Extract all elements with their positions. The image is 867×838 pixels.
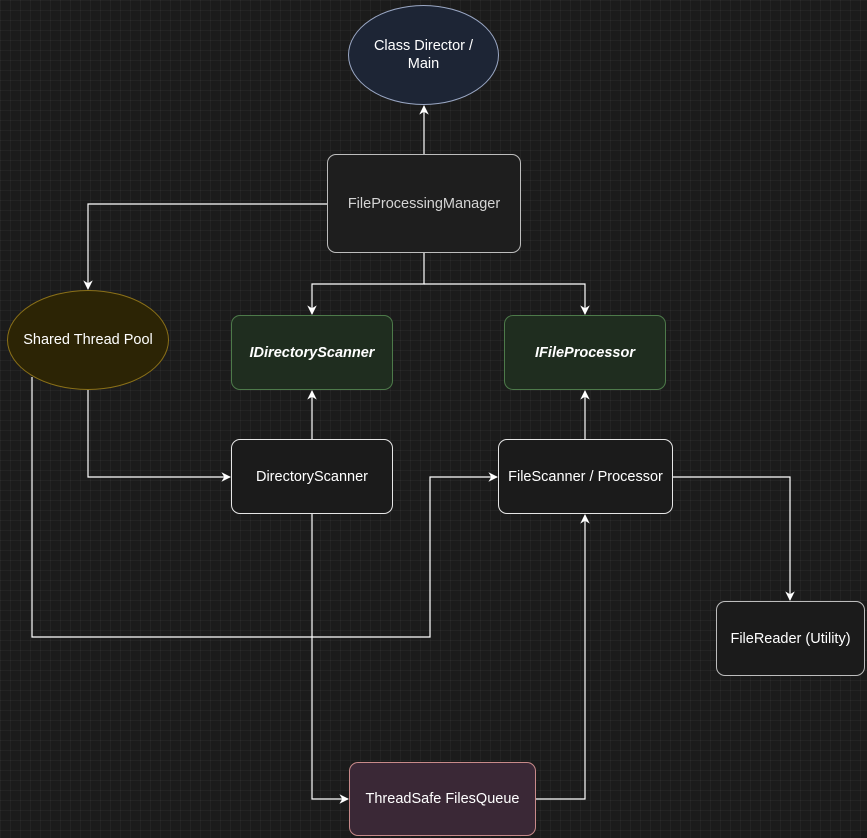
i-file-processor-label: IFileProcessor	[535, 344, 635, 361]
file-processing-manager-label: FileProcessingManager	[347, 195, 501, 212]
edge-threadpool-to-filescanner	[31, 377, 498, 638]
file-reader-node[interactable]: FileReader (Utility)	[716, 601, 865, 676]
directory-scanner-node[interactable]: DirectoryScanner	[231, 439, 393, 514]
class-director-node[interactable]: Class Director / Main	[348, 5, 499, 105]
threadsafe-files-queue-label: ThreadSafe FilesQueue	[365, 791, 520, 807]
file-reader-label: FileReader (Utility)	[730, 630, 851, 647]
edge-manager-to-idirectoryscanner	[307, 253, 425, 315]
file-scanner-processor-label: FileScanner / Processor	[508, 468, 663, 485]
i-directory-scanner-node[interactable]: IDirectoryScanner	[231, 315, 393, 390]
edge-queue-to-filescanner	[535, 514, 590, 800]
shared-thread-pool-label: Shared Thread Pool	[23, 332, 153, 348]
directory-scanner-label: DirectoryScanner	[255, 468, 368, 485]
edge-manager-to-ifileprocessor	[424, 283, 590, 315]
file-processing-manager-node[interactable]: FileProcessingManager	[327, 154, 521, 253]
shared-thread-pool-node[interactable]: Shared Thread Pool	[7, 290, 169, 390]
edge-directoryscanner-to-queue	[311, 514, 349, 804]
threadsafe-files-queue-node[interactable]: ThreadSafe FilesQueue	[349, 762, 536, 836]
edge-manager-to-threadpool	[83, 203, 328, 290]
class-director-label: Class Director / Main	[373, 38, 474, 72]
edge-threadpool-to-directoryscanner	[87, 389, 231, 482]
edge-filescanner-to-filereader	[672, 476, 795, 601]
i-directory-scanner-label: IDirectoryScanner	[249, 344, 375, 361]
i-file-processor-node[interactable]: IFileProcessor	[504, 315, 666, 390]
file-scanner-processor-node[interactable]: FileScanner / Processor	[498, 439, 673, 514]
